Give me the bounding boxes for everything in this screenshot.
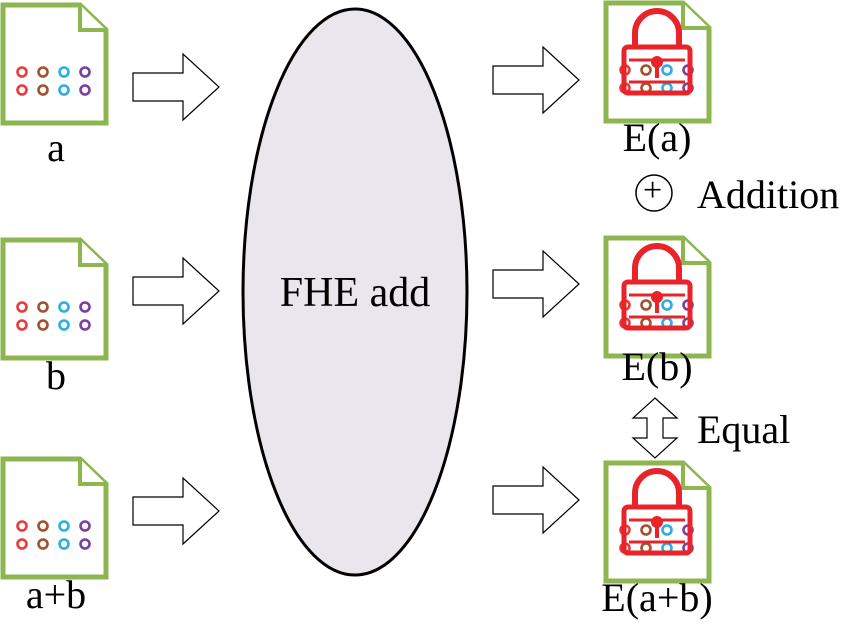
document-icon-a-plus-b bbox=[3, 459, 106, 577]
addition-symbol: + bbox=[643, 172, 663, 209]
arrow-right-icon bbox=[132, 477, 220, 545]
addition-label: Addition bbox=[697, 172, 840, 217]
input-label-a-plus-b: a+b bbox=[25, 572, 87, 617]
document-icon-b bbox=[3, 240, 106, 358]
arrow-right-icon bbox=[492, 466, 580, 534]
arrow-right-icon bbox=[132, 53, 220, 121]
output-label-eb: E(b) bbox=[621, 344, 693, 389]
circled-plus-icon bbox=[635, 174, 673, 212]
arrow-right-icon bbox=[492, 46, 580, 114]
equal-label: Equal bbox=[697, 407, 791, 452]
output-label-eab: E(a+b) bbox=[601, 575, 713, 620]
arrow-right-icon bbox=[492, 250, 580, 318]
arrow-right-icon bbox=[132, 257, 220, 325]
double-arrow-icon bbox=[631, 397, 679, 459]
input-label-a: a bbox=[47, 125, 65, 170]
fhe-add-label: FHE add bbox=[279, 270, 431, 316]
encrypted-document-icon-a bbox=[606, 3, 709, 121]
document-icon-a bbox=[3, 5, 106, 123]
encrypted-document-icon-b bbox=[606, 238, 709, 356]
fhe-add-oval bbox=[241, 7, 469, 577]
output-label-ea: E(a) bbox=[622, 115, 692, 160]
encrypted-document-icon-a-plus-b bbox=[606, 463, 709, 581]
input-label-b: b bbox=[46, 353, 66, 398]
